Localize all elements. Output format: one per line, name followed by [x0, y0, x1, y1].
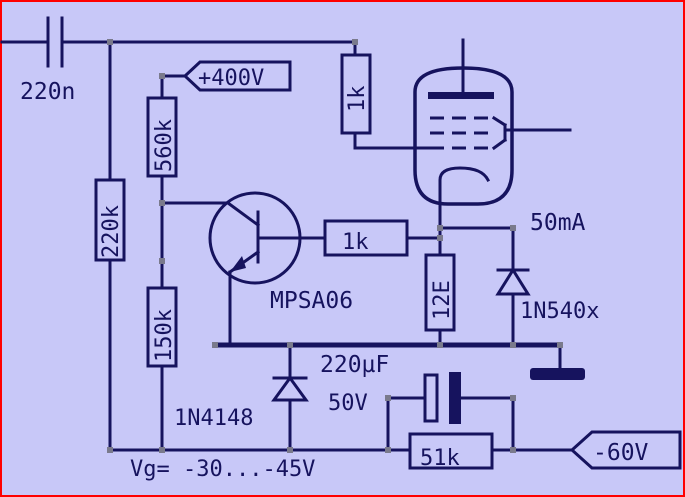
divider-top-label: 560k: [152, 119, 177, 172]
junction-dot: [437, 235, 443, 241]
transistor-label: MPSA06: [270, 288, 353, 314]
bias-capacitor: [386, 372, 515, 452]
junction-dot: [159, 200, 165, 206]
junction-dot: [159, 447, 165, 453]
divider-bottom-label: 150k: [152, 309, 177, 362]
junction-dot: [352, 39, 358, 45]
input-capacitor-label: 220n: [20, 79, 75, 105]
cathode-resistor-label: 12E: [430, 280, 455, 320]
junction-dot: [510, 225, 516, 231]
divider-bottom-resistor: [146, 286, 178, 452]
junction-dot: [107, 447, 113, 453]
junction-dot: [510, 395, 516, 401]
junction-dot: [557, 342, 563, 348]
junction-dot: [287, 447, 293, 453]
junction-dot: [437, 225, 443, 231]
supply-pos-flag: [160, 60, 292, 100]
junction-dot: [287, 342, 293, 348]
grid-resistor: [94, 40, 126, 452]
supply-neg-flag: [569, 430, 682, 470]
transistor-mpsa06: [160, 191, 327, 347]
cathode-feed-resistor: [323, 219, 442, 257]
capacitor-value-label: 220µF: [320, 352, 389, 378]
junction-dot: [212, 342, 218, 348]
junction-dot: [510, 447, 516, 453]
junction-dot: [159, 258, 165, 264]
cathode-resistor: [424, 226, 515, 347]
bias-resistor-label: 51k: [420, 446, 460, 471]
junction-dots: [107, 39, 563, 453]
cathode-feed-label: 1k: [342, 230, 369, 255]
bias-range-label: Vg= -30...-45V: [130, 457, 315, 482]
pentode-tube: [413, 38, 572, 257]
ground-bus: [215, 342, 585, 380]
zener-diode: [495, 226, 531, 347]
junction-dot: [385, 447, 391, 453]
junction-dot: [385, 395, 391, 401]
zener-label: 1N540x: [520, 299, 599, 324]
grid-resistor-label: 220k: [99, 205, 124, 258]
junction-dot: [107, 39, 113, 45]
supply-neg-label: -60V: [593, 440, 649, 466]
screen-resistor-label: 1k: [345, 86, 370, 113]
junction-dot: [437, 342, 443, 348]
small-diode-label: 1N4148: [174, 406, 253, 431]
screen-resistor: [340, 40, 422, 150]
supply-pos-label: +400V: [198, 66, 264, 91]
junction-dot: [159, 73, 165, 79]
junction-dot: [510, 342, 516, 348]
small-signal-diode: [271, 343, 309, 452]
divider-top-resistor: [146, 96, 178, 290]
capacitor-voltage-label: 50V: [328, 391, 368, 416]
current-label: 50mA: [530, 210, 586, 236]
